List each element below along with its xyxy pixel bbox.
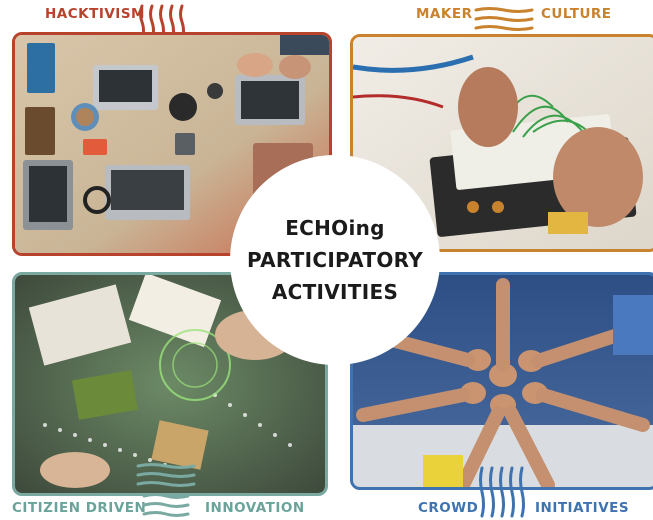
hacktivism-label: HACKTIVISM	[45, 6, 145, 22]
center-title-line-1: ECHOing	[285, 216, 385, 240]
innovation-label: INNOVATION	[205, 500, 305, 516]
center-title-circle: ECHOing PARTICIPATORY ACTIVITIES	[232, 157, 438, 363]
maker-label: MAKER	[416, 6, 473, 22]
center-title-line-3: ACTIVITIES	[271, 280, 399, 304]
crowd-label: CROWD	[418, 500, 479, 516]
horizontal-wave-lines-icon	[136, 463, 196, 517]
hacktivism-photo	[12, 32, 332, 256]
initiatives-label: INITIATIVES	[535, 500, 630, 516]
vertical-wave-lines-icon	[479, 466, 525, 518]
culture-label: CULTURE	[541, 6, 612, 22]
center-title-line-2: PARTICIPATORY	[246, 248, 424, 272]
citizien-driven-label: CITIZIEN DRIVEN	[12, 500, 147, 516]
